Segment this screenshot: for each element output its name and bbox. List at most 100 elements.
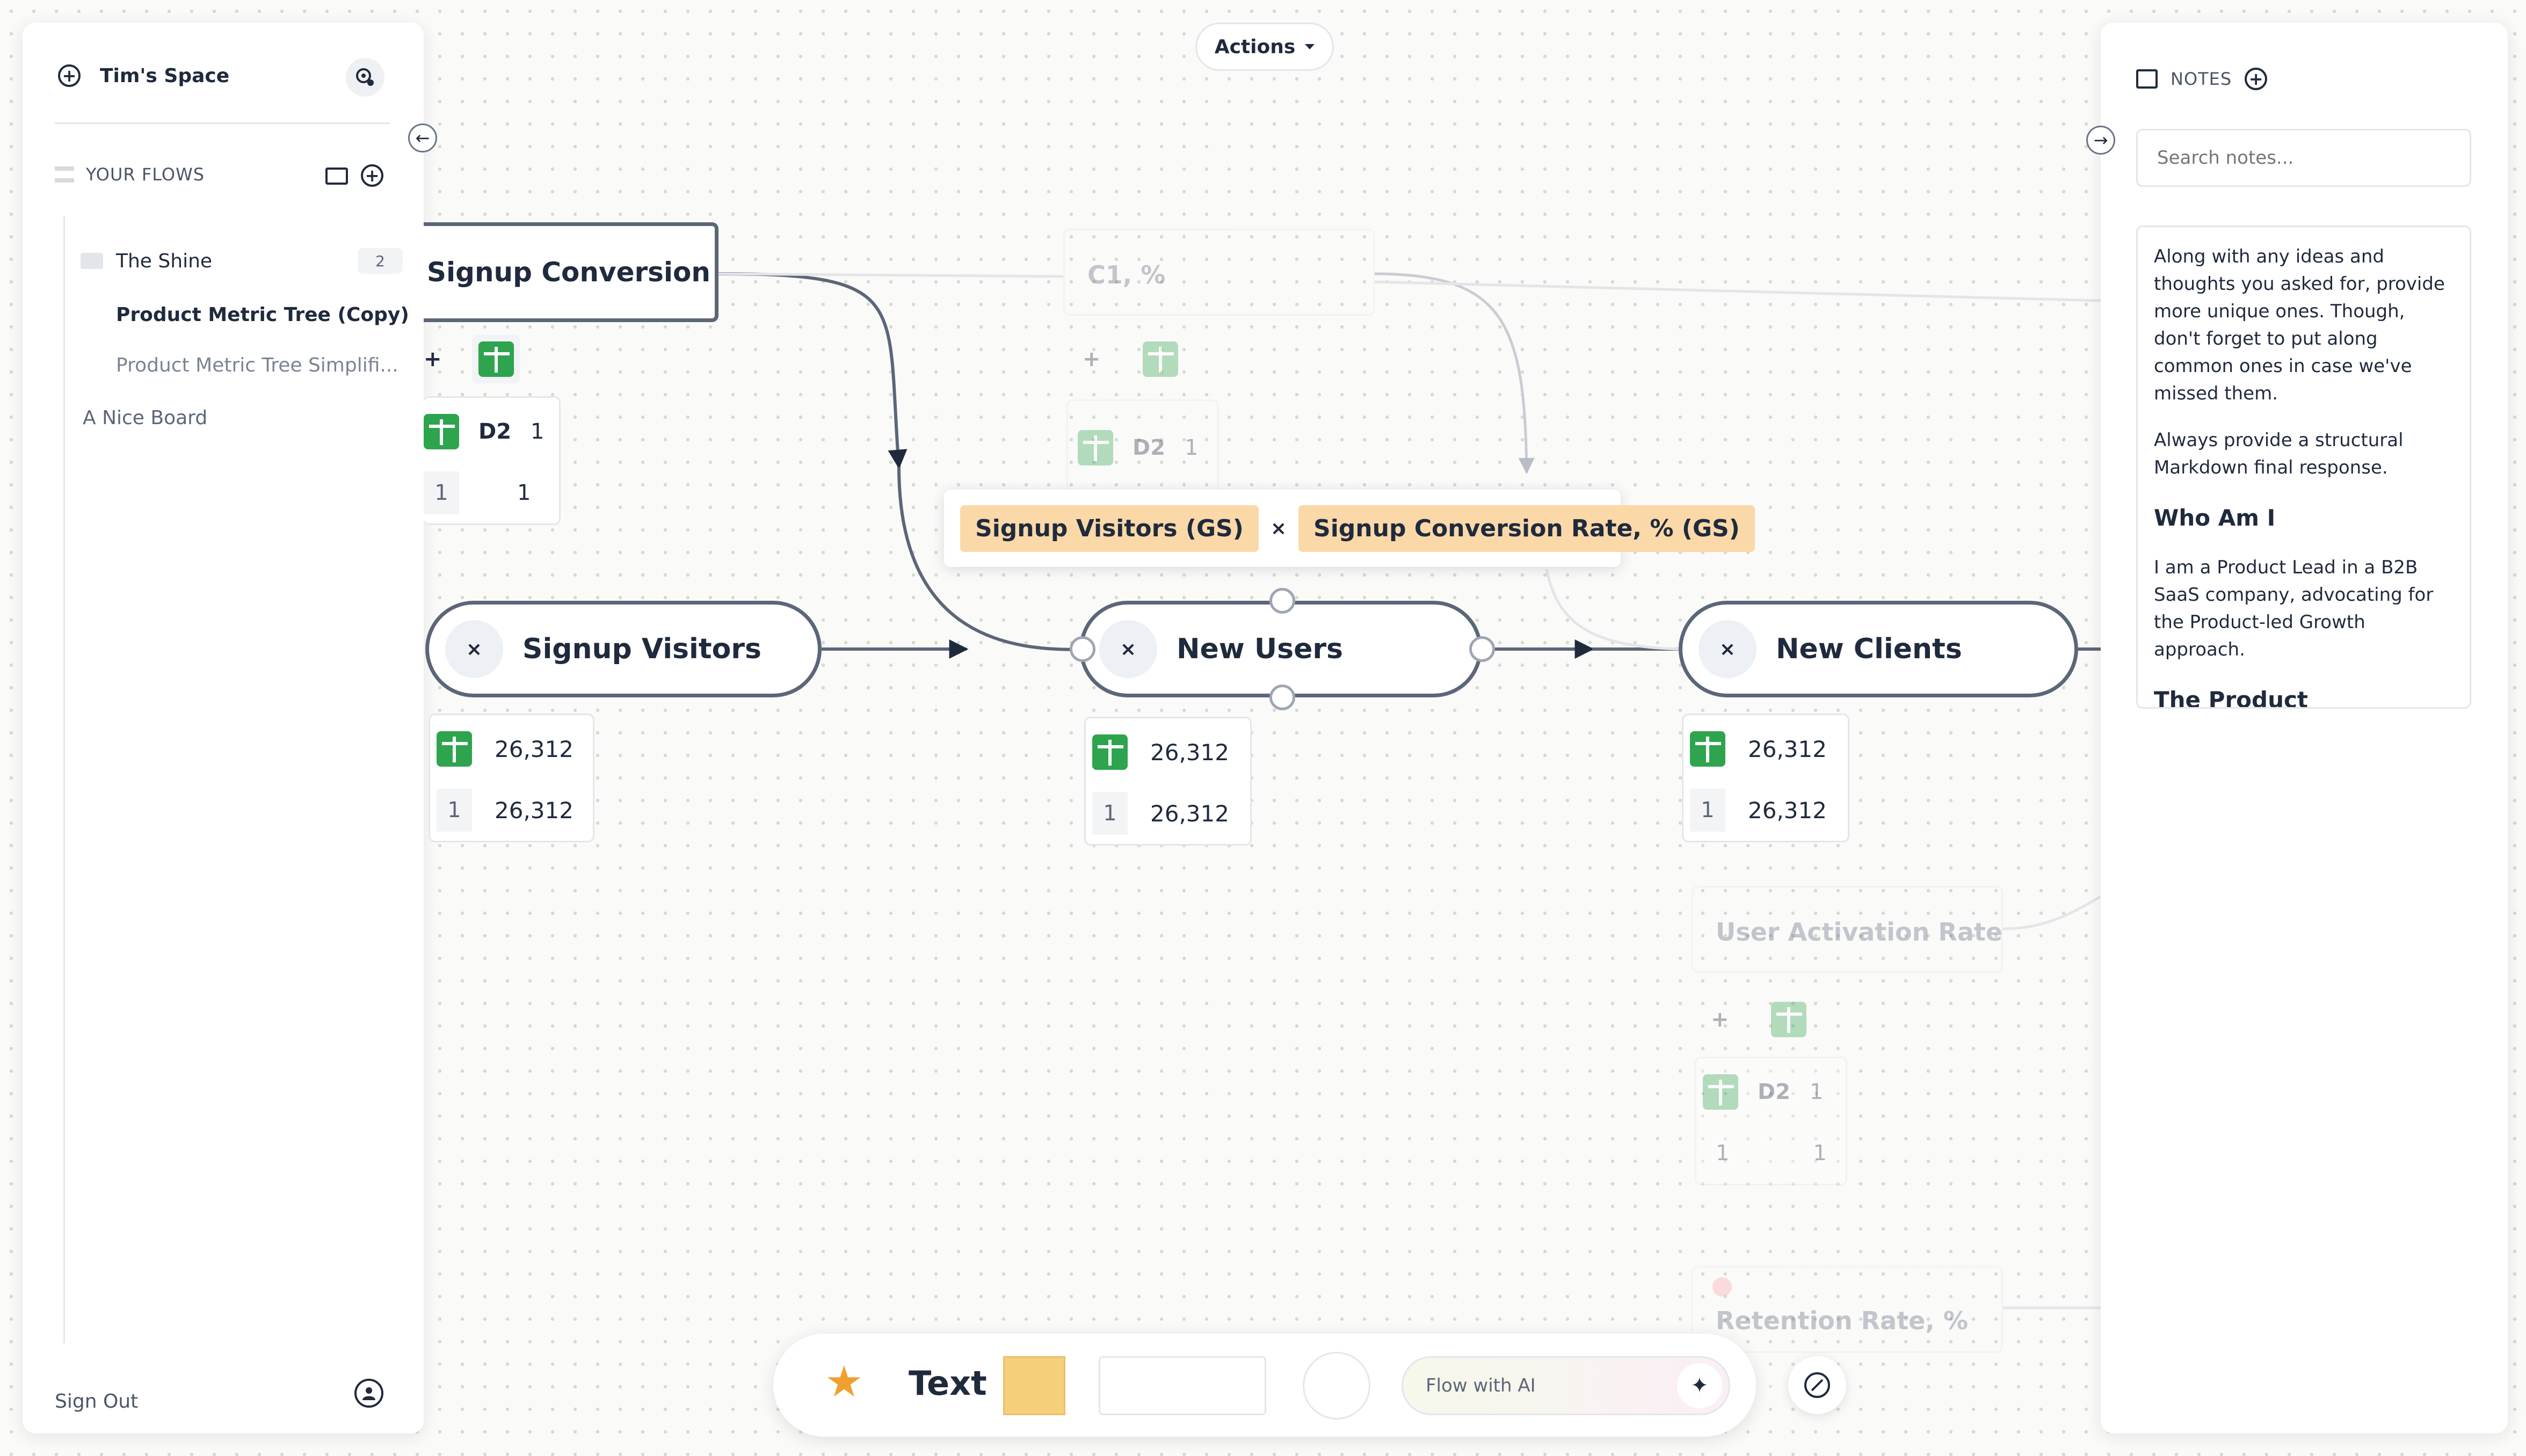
- flows-section-header: YOUR FLOWS: [55, 164, 205, 185]
- row-value: 1: [1813, 1141, 1827, 1166]
- collapse-sidebar-icon[interactable]: ←: [408, 123, 437, 152]
- magic-wand-icon[interactable]: ✦: [1677, 1363, 1722, 1408]
- collapse-notes-icon[interactable]: →: [2086, 126, 2115, 155]
- add-note-icon[interactable]: +: [2245, 68, 2268, 90]
- metric-value: 26,312: [1748, 736, 1827, 762]
- metric-value: 26,312: [1150, 739, 1229, 766]
- metric-node-activation-rate[interactable]: User Activation Rate, %: [1692, 886, 2003, 973]
- text-tool[interactable]: Text: [909, 1364, 987, 1403]
- note-paragraph: Along with any ideas and thoughts you as…: [2154, 246, 2445, 404]
- sidebar-item-flow[interactable]: Product Metric Tree (Copy): [116, 304, 409, 326]
- status-dot: [1712, 1277, 1732, 1297]
- column-value: 1: [1810, 1080, 1824, 1104]
- column-value: 1: [1185, 435, 1199, 460]
- notes-header: NOTES +: [2136, 68, 2268, 90]
- node-toolbar: +: [424, 335, 520, 383]
- notes-icon: [2136, 69, 2158, 89]
- circle-shape-tool[interactable]: [1303, 1352, 1370, 1419]
- metric-node-c1[interactable]: C1, %: [1063, 229, 1375, 316]
- add-icon[interactable]: +: [1711, 1007, 1729, 1032]
- row-index: 1: [1716, 1141, 1730, 1166]
- connection-port-right[interactable]: [1469, 636, 1495, 662]
- color-swatch[interactable]: [1003, 1356, 1065, 1415]
- multiply-operator: ×: [1270, 517, 1287, 540]
- sheet-icon: [1690, 731, 1725, 767]
- connection-port-left[interactable]: [1070, 636, 1095, 662]
- tree-line: [63, 216, 65, 1343]
- search-notes-input[interactable]: [2136, 129, 2471, 187]
- metric-node-retention-rate[interactable]: Retention Rate, %: [1692, 1266, 2003, 1353]
- workspace-settings-icon[interactable]: [346, 58, 384, 97]
- ai-input-placeholder: Flow with AI: [1426, 1375, 1536, 1396]
- rectangle-shape-tool[interactable]: [1099, 1356, 1266, 1415]
- data-card: D2 1 1 1: [1695, 1057, 1847, 1185]
- actions-dropdown[interactable]: Actions: [1195, 23, 1334, 71]
- ai-input[interactable]: Flow with AI ✦: [1402, 1356, 1730, 1415]
- row-index: 1: [424, 471, 459, 514]
- chevron-down-icon: [1305, 44, 1315, 49]
- flows-section-label: YOUR FLOWS: [86, 164, 205, 185]
- workspace-name: Tim's Space: [100, 64, 230, 87]
- data-card: 26,312 1 26,312: [429, 714, 594, 842]
- sign-out-link[interactable]: Sign Out: [55, 1391, 139, 1413]
- folder-icon[interactable]: [325, 168, 348, 185]
- row-index: 1: [1690, 789, 1725, 832]
- formula-chip[interactable]: Signup Conversion Rate, % (GS): [1298, 505, 1755, 552]
- node-toolbar: +: [1711, 1002, 1806, 1037]
- sheet-icon: [424, 414, 459, 449]
- user-avatar-icon[interactable]: [354, 1379, 383, 1408]
- edit-circle-icon[interactable]: [1788, 1356, 1846, 1414]
- row-value: 26,312: [1150, 800, 1229, 827]
- metric-node-label: User Activation Rate, %: [1716, 918, 2003, 947]
- folder-icon: [81, 253, 103, 269]
- formula-chip[interactable]: Signup Visitors (GS): [960, 505, 1259, 552]
- metric-node-label: New Users: [1177, 633, 1343, 665]
- notes-title: NOTES: [2171, 69, 2232, 89]
- sheet-icon[interactable]: [1142, 341, 1178, 377]
- metric-node-signup-visitors[interactable]: × Signup Visitors: [425, 601, 822, 697]
- note-card[interactable]: Along with any ideas and thoughts you as…: [2136, 225, 2471, 709]
- left-sidebar: + Tim's Space YOUR FLOWS + The Shine 2 P…: [23, 23, 424, 1433]
- star-icon[interactable]: ★: [825, 1357, 863, 1407]
- row-value: 26,312: [495, 797, 574, 824]
- sheet-icon: [1703, 1074, 1738, 1110]
- bottom-toolbar: ★ Text Flow with AI ✦: [773, 1334, 1756, 1437]
- metric-node-new-users[interactable]: × New Users: [1079, 601, 1482, 697]
- add-icon[interactable]: +: [424, 347, 442, 372]
- row-value: 1: [517, 481, 531, 505]
- data-card: D2 1: [1066, 399, 1219, 496]
- notes-panel: NOTES + Along with any ideas and thought…: [2101, 23, 2508, 1433]
- data-card: 26,312 1 26,312: [1084, 717, 1252, 846]
- note-heading: Who Am I: [2154, 505, 2276, 531]
- column-value: 1: [531, 419, 545, 444]
- row-index: 1: [437, 789, 472, 832]
- sheet-icon[interactable]: [1770, 1002, 1806, 1037]
- flows-icon: [55, 166, 74, 183]
- metric-value: 26,312: [495, 736, 574, 762]
- add-flow-icon[interactable]: +: [361, 164, 383, 187]
- sidebar-item-flow[interactable]: Product Metric Tree Simplifi...: [116, 354, 398, 376]
- connection-port-top[interactable]: [1269, 588, 1295, 614]
- sidebar-item-board[interactable]: A Nice Board: [83, 407, 208, 429]
- data-card: D2 1 1 1: [424, 396, 561, 525]
- column-header: D2: [478, 419, 512, 444]
- metric-node-label: Signup Conversion Rat: [427, 257, 715, 288]
- formula-popover: Signup Visitors (GS) × Signup Conversion…: [944, 490, 1755, 567]
- column-header: D2: [1758, 1080, 1791, 1104]
- folder-count-badge: 2: [358, 248, 403, 274]
- add-icon[interactable]: +: [1083, 347, 1101, 372]
- metric-node-conversion-rate[interactable]: Signup Conversion Rat: [424, 222, 718, 322]
- row-index: 1: [1092, 792, 1128, 835]
- add-circle-icon: +: [58, 64, 81, 87]
- note-paragraph: I am a Product Lead in a B2B SaaS compan…: [2154, 557, 2434, 660]
- sheet-icon: [1078, 430, 1113, 465]
- workspace-header[interactable]: + Tim's Space: [58, 64, 229, 87]
- remove-node-icon[interactable]: ×: [1099, 620, 1157, 678]
- metric-node-new-clients[interactable]: × New Clients: [1679, 601, 2078, 697]
- remove-node-icon[interactable]: ×: [445, 620, 503, 678]
- remove-node-icon[interactable]: ×: [1698, 620, 1756, 678]
- connection-port-bottom[interactable]: [1269, 685, 1295, 710]
- sidebar-item-the-shine[interactable]: The Shine 2: [81, 248, 403, 274]
- metric-node-label: New Clients: [1776, 633, 1962, 665]
- sheet-icon[interactable]: [471, 335, 520, 383]
